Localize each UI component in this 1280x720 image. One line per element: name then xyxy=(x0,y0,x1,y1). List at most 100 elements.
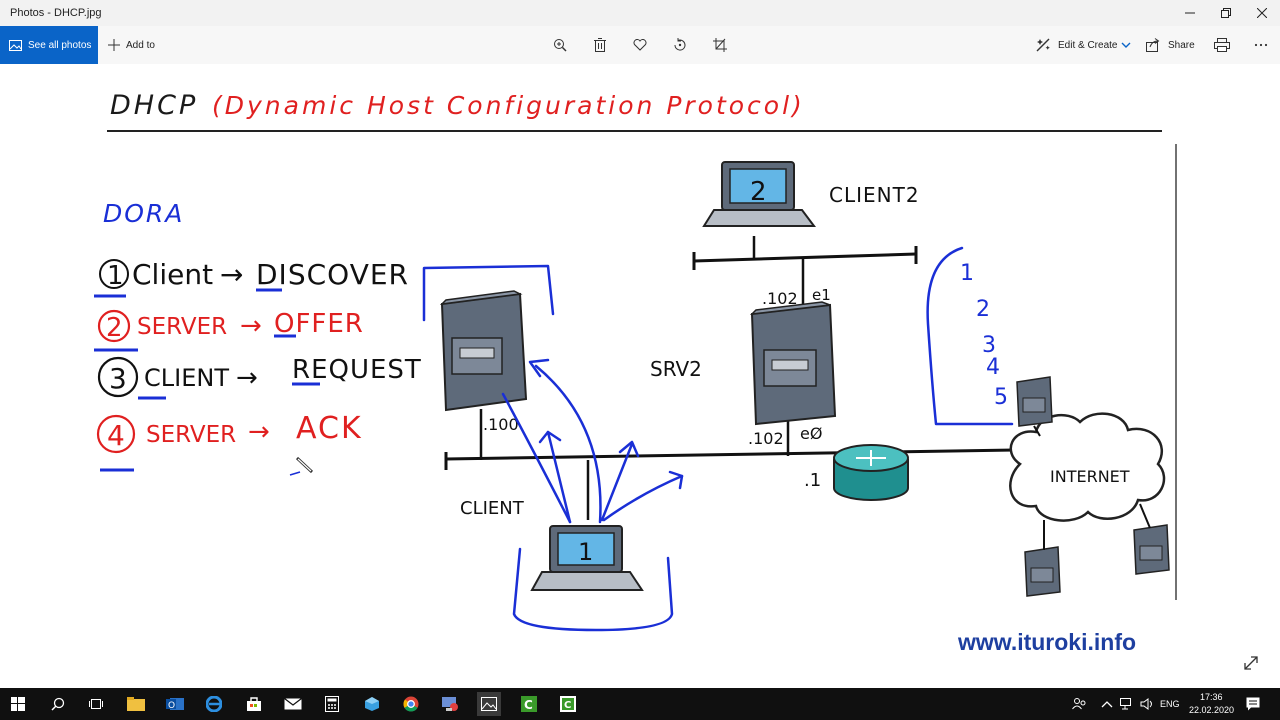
internet-label: INTERNET xyxy=(1050,467,1130,486)
search-button[interactable] xyxy=(46,692,70,716)
svg-text:C: C xyxy=(524,698,533,712)
rotate-icon xyxy=(674,38,686,51)
camtasia-icon: C xyxy=(521,696,537,712)
step-1-message: DISCOVER xyxy=(256,258,409,291)
windows-logo-icon xyxy=(11,697,25,711)
chrome-button[interactable] xyxy=(399,692,423,716)
step-2-message: OFFER xyxy=(274,309,364,339)
svg-text:C: C xyxy=(564,700,571,711)
maximize-button[interactable] xyxy=(1208,0,1244,26)
photos-window: Photos - DHCP.jpg See all photos Add to xyxy=(0,0,1280,688)
client2-number: 2 xyxy=(750,177,767,207)
step-4-circle xyxy=(96,414,136,454)
camtasia-recorder-icon: C xyxy=(560,696,576,712)
delete-button[interactable] xyxy=(591,36,609,54)
edit-create-button[interactable]: Edit & Create xyxy=(1036,26,1131,64)
clock-time[interactable]: 17:36 xyxy=(1200,692,1223,702)
start-button[interactable] xyxy=(6,692,30,716)
add-to-button[interactable]: Add to xyxy=(108,26,155,64)
client-laptop xyxy=(530,525,644,591)
action-center-icon[interactable] xyxy=(1246,697,1260,711)
chrome-icon xyxy=(403,696,419,712)
pen-cursor-icon xyxy=(289,456,314,476)
step-4-arrow: → xyxy=(248,417,270,447)
trash-icon xyxy=(594,38,606,52)
srv2-ip-top: .102 xyxy=(762,289,798,308)
favorite-button[interactable] xyxy=(631,36,649,54)
print-button[interactable] xyxy=(1213,36,1231,54)
step-2-who: SERVER xyxy=(137,314,227,340)
close-button[interactable] xyxy=(1244,0,1280,26)
task-view-icon xyxy=(89,699,103,709)
edit-create-label: Edit & Create xyxy=(1058,39,1118,51)
mail-icon xyxy=(284,698,302,710)
minimize-button[interactable] xyxy=(1172,0,1208,26)
search-icon xyxy=(51,697,65,711)
step-4-number: 4 xyxy=(107,419,125,452)
clock-date[interactable]: 22.02.2020 xyxy=(1189,705,1235,715)
router-icon xyxy=(833,444,909,501)
zoom-button[interactable] xyxy=(551,36,569,54)
rotate-button[interactable] xyxy=(671,36,689,54)
task-view-button[interactable] xyxy=(84,692,108,716)
side-number-3: 3 xyxy=(982,333,996,358)
restore-icon xyxy=(1221,8,1231,18)
zoom-in-icon xyxy=(554,39,567,52)
router-ip: .1 xyxy=(804,470,821,491)
printer-icon xyxy=(1214,38,1230,52)
photo-viewer[interactable]: DHCP (Dynamic Host Configuration Protoco… xyxy=(0,64,1280,688)
network-icon[interactable] xyxy=(1120,698,1134,710)
dora-label: DORA xyxy=(103,199,184,228)
toolbar: See all photos Add to Edit & Create S xyxy=(0,26,1280,64)
photos-app-button[interactable] xyxy=(477,692,501,716)
ellipsis-icon xyxy=(1254,43,1268,47)
watermark-url: www.ituroki.info xyxy=(957,629,1136,655)
screen-app-icon xyxy=(442,697,458,711)
camtasia-recorder-button[interactable]: C xyxy=(556,692,580,716)
app-blue-button[interactable] xyxy=(360,692,384,716)
heading-protocol-name: (Dynamic Host Configuration Protocol) xyxy=(212,91,805,120)
crop-button[interactable] xyxy=(711,36,729,54)
language-indicator[interactable]: ENG xyxy=(1160,699,1180,709)
edge-button[interactable] xyxy=(202,692,226,716)
share-icon xyxy=(1146,38,1160,52)
step-1-arrow: → xyxy=(220,258,243,291)
step-2-arrow: → xyxy=(240,311,262,341)
calculator-icon xyxy=(325,696,339,712)
photos-icon xyxy=(9,39,22,51)
step-2-circle xyxy=(97,309,131,343)
srv2-interface-e0: eØ xyxy=(800,424,822,443)
calculator-button[interactable] xyxy=(320,692,344,716)
file-explorer-button[interactable] xyxy=(124,692,148,716)
more-options-button[interactable] xyxy=(1252,36,1270,54)
people-icon[interactable] xyxy=(1072,697,1086,711)
store-bag-icon xyxy=(247,697,261,711)
side-number-1: 1 xyxy=(960,261,974,286)
internet-server-left xyxy=(1024,546,1061,597)
taskbar: O C C ENG 17:36 22.02.2020 xyxy=(0,688,1280,720)
srv2-label: SRV2 xyxy=(650,357,702,381)
volume-icon[interactable] xyxy=(1140,698,1154,710)
step-1-circle xyxy=(99,259,129,289)
srv2-ip-bottom: .102 xyxy=(748,429,784,448)
step-2-number: 2 xyxy=(106,313,123,343)
client2-laptop xyxy=(702,161,816,227)
store-button[interactable] xyxy=(242,692,266,716)
step-1-who: Client xyxy=(132,258,213,291)
see-all-photos-button[interactable]: See all photos xyxy=(0,26,98,64)
share-button[interactable]: Share xyxy=(1146,26,1195,64)
upper-lan-segment xyxy=(693,252,917,263)
step-3-arrow: → xyxy=(236,363,258,393)
chevron-up-icon[interactable] xyxy=(1101,700,1113,708)
client-label: CLIENT xyxy=(460,498,525,519)
step-3-circle xyxy=(97,356,139,398)
camtasia-button[interactable]: C xyxy=(517,692,541,716)
outlook-button[interactable]: O xyxy=(163,692,187,716)
internet-server-right xyxy=(1133,524,1170,575)
pen-annotations xyxy=(422,246,1014,632)
photos-app-icon xyxy=(481,697,497,711)
full-screen-icon[interactable] xyxy=(1242,654,1260,672)
app-settings-button[interactable] xyxy=(438,692,462,716)
mail-button[interactable] xyxy=(281,692,305,716)
plus-icon xyxy=(108,39,120,51)
